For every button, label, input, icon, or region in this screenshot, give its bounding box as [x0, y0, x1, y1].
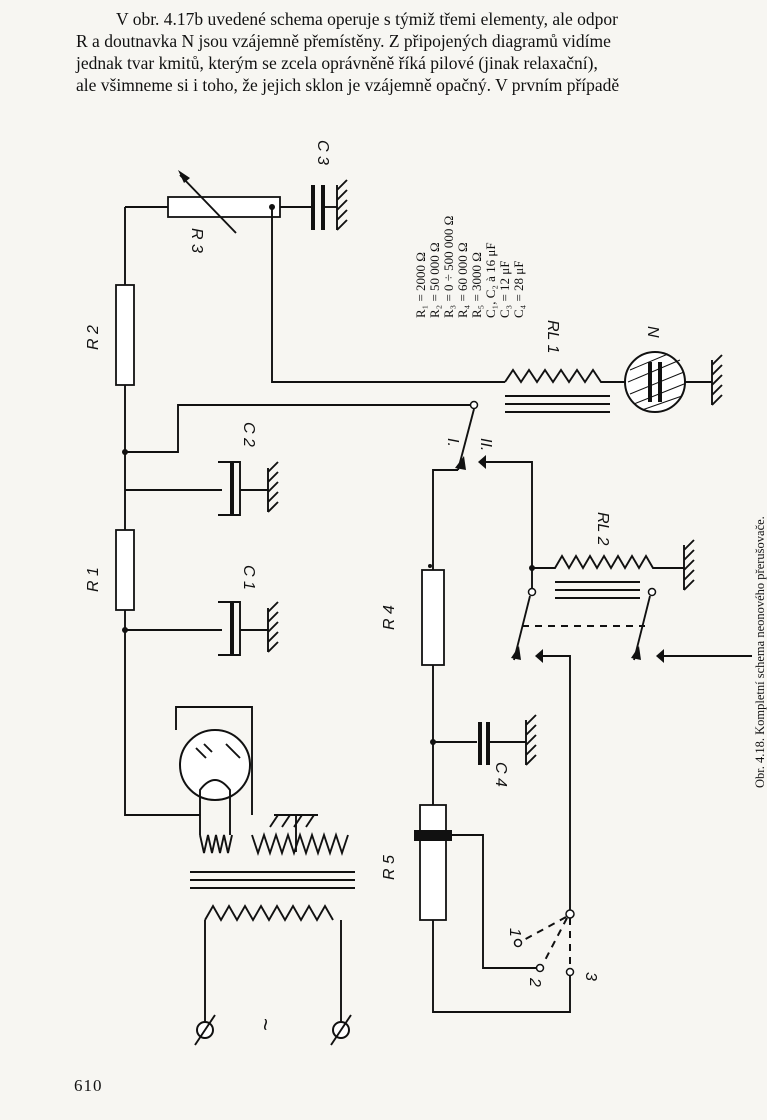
wire-to-switch — [125, 404, 472, 453]
relay-blade-2 — [633, 595, 651, 661]
wire-r5-slider — [452, 834, 540, 969]
selector-pos-1 — [513, 938, 523, 948]
label-c4: C 4 — [492, 762, 509, 787]
relay-blade-1 — [513, 595, 531, 661]
relay-blade-1-tip — [511, 646, 521, 660]
ground-c2 — [267, 461, 279, 513]
paragraph-line-4: ale všimneme si i toho, že jejich sklon … — [76, 75, 620, 95]
relay-contact-arrow-2 — [656, 649, 664, 663]
selector-pos-2 — [535, 963, 545, 973]
page-number: 610 — [74, 1076, 103, 1095]
winding-primary — [204, 904, 334, 922]
selector-pos-3 — [565, 967, 575, 977]
label-r4: R 4 — [381, 605, 398, 630]
r5-slider — [414, 830, 452, 841]
ground-transformer — [269, 814, 318, 828]
switch-contact-i — [455, 456, 466, 470]
rectifier-tube — [179, 729, 251, 801]
value-r1: R₁ = 2000 Ω — [413, 252, 428, 318]
label-r1: R 1 — [85, 567, 102, 592]
label-switch-ii: II. — [477, 438, 494, 451]
wire-tube-top — [175, 706, 253, 815]
wire-left-bus — [124, 207, 200, 816]
transformer-core — [190, 871, 355, 889]
label-c2: C 2 — [240, 422, 257, 447]
neon-tube-n — [624, 351, 686, 413]
neon-electrodes — [648, 362, 662, 402]
capacitor-c3 — [311, 185, 325, 230]
paragraph-line-1: V obr. 4.17b uvedené schema operuje s tý… — [116, 9, 619, 29]
value-r3: R₃ = 0 ÷ 500 000 Ω — [441, 216, 456, 318]
switch-pivot — [469, 400, 479, 410]
resistor-r1 — [115, 529, 135, 611]
label-rl2: RL 2 — [594, 512, 611, 546]
label-c3: C 3 — [314, 140, 331, 165]
r3-arrowhead — [178, 170, 190, 183]
resistor-r5 — [419, 804, 447, 921]
value-c3: C₃ = 12 μF — [497, 261, 512, 318]
winding-secondary — [251, 831, 349, 857]
ground-c3 — [336, 179, 348, 231]
switch-blade — [457, 408, 475, 471]
wire-switch-i — [432, 469, 458, 570]
label-rl1: RL 1 — [544, 320, 561, 354]
r3-variable-arrow — [179, 174, 237, 234]
relay-contact-pivot-1 — [527, 587, 537, 597]
relay-rl1-core — [505, 395, 610, 413]
wire-primary-leads — [204, 920, 342, 1030]
capacitor-c2-plate — [218, 461, 241, 516]
rectifier-filament — [199, 779, 231, 800]
rectifier-anodes — [195, 743, 241, 759]
label-n: N — [644, 326, 661, 338]
value-c1-c2: C₁, C₂ à 16 μF — [483, 242, 498, 318]
junction-c1 — [122, 627, 128, 633]
label-c1: C 1 — [240, 565, 257, 590]
value-r4: R₄ = 60 000 Ω — [455, 242, 470, 318]
label-switch-i: I. — [444, 438, 461, 447]
stray-dot — [428, 564, 432, 568]
label-pos-2: 2 — [526, 977, 543, 987]
label-r3: R 3 — [188, 228, 205, 253]
label-ac-symbol: ~ — [253, 1018, 278, 1031]
resistor-r2 — [115, 284, 135, 386]
relay-contact-pivot-2 — [647, 587, 657, 597]
selector-positions — [521, 916, 571, 968]
relay-blade-2-tip — [631, 646, 641, 660]
label-pos-3: 3 — [582, 972, 599, 981]
paragraph-line-3: jednak tvar kmitů, kterým se zcela opráv… — [76, 53, 598, 73]
ground-rl2 — [683, 539, 695, 591]
label-r5: R 5 — [381, 855, 398, 880]
label-pos-1: 1 — [506, 928, 523, 937]
relay-coil-rl2 — [532, 554, 684, 570]
figure-caption: Obr. 4.18. Kompletní schema neonového př… — [753, 516, 767, 788]
switch-contact-ii — [478, 455, 486, 469]
ground-neon — [711, 354, 723, 406]
wire-to-rl1 — [271, 207, 505, 383]
wire-filament-leads — [199, 795, 231, 835]
wire-switch-ii — [486, 461, 533, 588]
paragraph-line-2: R a doutnavka N jsou vzájemně přemístěny… — [76, 31, 611, 51]
value-r2: R₂ = 50 000 Ω — [427, 242, 442, 318]
relay-rl2-core — [555, 581, 640, 599]
capacitor-c4 — [478, 722, 490, 765]
value-r5: R₅ = 3000 Ω — [469, 252, 484, 318]
relay-contact-arrow-1 — [535, 649, 543, 663]
body-paragraph: V obr. 4.17b uvedené schema operuje s tý… — [76, 8, 752, 96]
wire-relay-contact-1 — [543, 655, 571, 910]
resistor-r3 — [167, 196, 281, 218]
junction-c2 — [122, 449, 128, 455]
ground-c4 — [525, 714, 537, 766]
mains-terminal-slashes — [194, 1014, 352, 1046]
relay-coil-rl1 — [504, 368, 625, 384]
ground-c1 — [267, 601, 279, 653]
selector-common — [565, 909, 575, 919]
winding-filament — [199, 834, 233, 854]
component-values-table: R₁ = 2000 Ω R₂ = 50 000 Ω R₃ = 0 ÷ 500 0… — [413, 216, 526, 318]
resistor-r4 — [421, 569, 445, 666]
capacitor-c1-plate — [218, 601, 241, 656]
value-c4: C₄ = 28 μF — [511, 261, 526, 318]
wire-r5-bottom — [432, 920, 571, 1013]
label-r2: R 2 — [85, 325, 102, 350]
